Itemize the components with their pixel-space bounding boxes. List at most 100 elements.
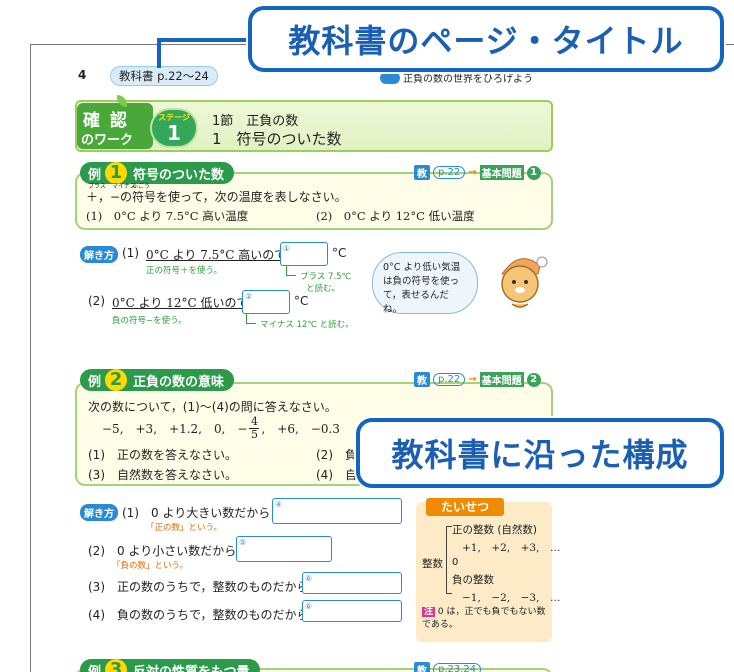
- solution-1-line2-prefix: (2): [88, 294, 105, 308]
- callout-page-title: 教科書のページ・タイトル: [248, 6, 724, 72]
- leaf-icon: [117, 95, 127, 107]
- example-badge: 例: [88, 167, 102, 183]
- example-badge: 例: [88, 374, 102, 390]
- solution-1-read1: プラス 7.5℃: [300, 272, 352, 282]
- example-number: 3: [105, 659, 128, 672]
- chapter-title: 正負の数の世界をひろげよう: [403, 74, 533, 85]
- ref-page: p.22: [433, 166, 466, 179]
- arrow-icon: →: [468, 167, 477, 178]
- solution-1-note2: 負の符号−を使う。: [112, 316, 187, 326]
- zero-value: 0: [452, 557, 459, 568]
- example-2-q1: (1) 正の数を答えなさい。: [88, 448, 237, 462]
- solution-2-note1: 「正の数」という。: [146, 523, 222, 533]
- ruby-fugou: ふごう: [132, 183, 151, 190]
- solution-2-line4: (4) 負の数のうちで，整数のものだから，: [88, 608, 321, 622]
- fraction: 4 5: [249, 415, 260, 441]
- kyo-mark: 教: [414, 662, 430, 672]
- solution-2-line2: (2) 0 より小さい数だから，: [88, 544, 248, 558]
- solution-2-note2: 「負の数」という。: [112, 561, 188, 571]
- mascot-character-icon: [490, 250, 550, 310]
- solution-2-line1: (1) 0 より大きい数だから，: [122, 506, 282, 520]
- solution-1-read1b: と読む。: [306, 284, 341, 294]
- example-badge: 例: [88, 664, 102, 672]
- fraction-numerator: 4: [250, 415, 258, 428]
- answer-box-2[interactable]: ②: [242, 290, 290, 314]
- negative-integer-title: 負の整数: [452, 574, 494, 586]
- zero-note: 注 0 は，正でも負でもない数である。: [422, 606, 548, 632]
- example-title: 反対の性質をもつ量: [133, 664, 250, 672]
- solution-2-line3: (3) 正の数のうちで，整数のものだから，: [88, 580, 321, 594]
- textbook-reference: 教科書 p.22〜24: [110, 66, 218, 86]
- lesson-title: 1 符号のついた数: [212, 130, 342, 148]
- solution-1-line1: 0°C より 7.5°C 高いので，: [146, 248, 298, 262]
- solution-1-label: 解き方: [80, 246, 118, 263]
- number-list-part2: , +6, −0.3: [261, 422, 340, 436]
- number-list-part1: −5, +3, +1.2, 0, −: [102, 422, 248, 436]
- positive-integer-values: +1, +2, +3, …: [462, 542, 561, 554]
- example-title: 符号のついた数: [133, 167, 225, 183]
- note-mark: 注: [422, 607, 436, 617]
- example-2-numbers: −5, +3, +1.2, 0, − 4 5 , +6, −0.3: [102, 416, 340, 441]
- positive-integer-title: 正の整数 (自然数): [452, 524, 538, 536]
- answer-unit-2: °C: [294, 294, 309, 308]
- kakunin-subtitle: のワーク: [81, 133, 134, 148]
- answer-box-6[interactable]: ⑥: [302, 572, 402, 594]
- basic-problem-label: 基本問題: [479, 372, 524, 387]
- negative-integer-values: −1, −2, −3, …: [462, 592, 561, 604]
- example-1-q1: (1) 0°C より 7.5°C 高い温度: [86, 209, 249, 223]
- solution-1-line2: 0°C より 12°C 低いので，: [112, 296, 260, 310]
- kyo-mark: 教: [414, 372, 430, 387]
- example-2-q3: (3) 自然数を答えなさい。: [88, 468, 237, 482]
- kyo-mark: 教: [414, 165, 430, 180]
- example-number: 1: [105, 162, 128, 184]
- stage-label: ステージ: [158, 113, 190, 122]
- speech-bubble: 0°C より低い気温は負の符号を使って，表せるんだね。: [372, 252, 478, 315]
- example-title: 正負の数の意味: [133, 374, 225, 390]
- arrow-icon: →: [468, 374, 477, 385]
- callout-textbook-structure: 教科書に沿った構成: [356, 418, 724, 488]
- page-number: 4: [78, 68, 87, 82]
- kakunin-work-badge: 確 認 のワーク: [77, 95, 153, 149]
- example-2-question: 次の数について，(1)〜(4)の問に答えなさい。: [88, 400, 337, 414]
- important-box-title: たいせつ: [426, 498, 504, 516]
- example-2-q2: (2) 負: [316, 448, 357, 462]
- example-1-question: ＋，−の符号を使って，次の温度を表しなさい。: [86, 190, 347, 204]
- stage-badge: ステージ 1: [150, 108, 198, 148]
- answer-box-7[interactable]: ⑥: [302, 600, 402, 622]
- answer-box-5[interactable]: ⑤: [236, 536, 332, 562]
- solution-1-note1: 正の符号＋を使う。: [146, 266, 222, 276]
- important-box: [416, 502, 552, 642]
- chapter-header: 正負の数の世界をひろげよう: [380, 70, 533, 85]
- problem-number: 2: [526, 372, 541, 387]
- integer-brace: [446, 526, 452, 594]
- note-bracket: [286, 266, 296, 276]
- fraction-denominator: 5: [250, 428, 258, 441]
- example-1-box: [75, 172, 553, 230]
- note-bracket: [246, 314, 256, 324]
- chapter-icon: [380, 71, 400, 84]
- example-2-q4: (4) 自: [316, 468, 357, 482]
- solution-1-line1-prefix: (1): [122, 246, 139, 260]
- ruby-minus: マイナス: [112, 183, 136, 190]
- example-1-q2: (2) 0°C より 12°C 低い温度: [316, 209, 475, 223]
- section-title: 1節 正負の数: [212, 114, 299, 129]
- stage-number: 1: [167, 121, 181, 145]
- basic-problem-label: 基本問題: [479, 165, 524, 180]
- answer-unit-1: °C: [332, 246, 347, 260]
- callout-connector: [157, 38, 249, 42]
- kakunin-title: 確 認: [83, 111, 129, 131]
- answer-box-1[interactable]: ①: [280, 242, 328, 266]
- integer-label: 整数: [422, 558, 443, 570]
- problem-number: 1: [526, 165, 541, 180]
- note-text: 0 は，正でも負でもない数である。: [422, 607, 546, 630]
- ref-page: p.23,24: [433, 663, 482, 672]
- callout-connector: [157, 40, 161, 68]
- solution-2-label: 解き方: [80, 504, 118, 521]
- answer-box-4[interactable]: ④: [272, 498, 402, 524]
